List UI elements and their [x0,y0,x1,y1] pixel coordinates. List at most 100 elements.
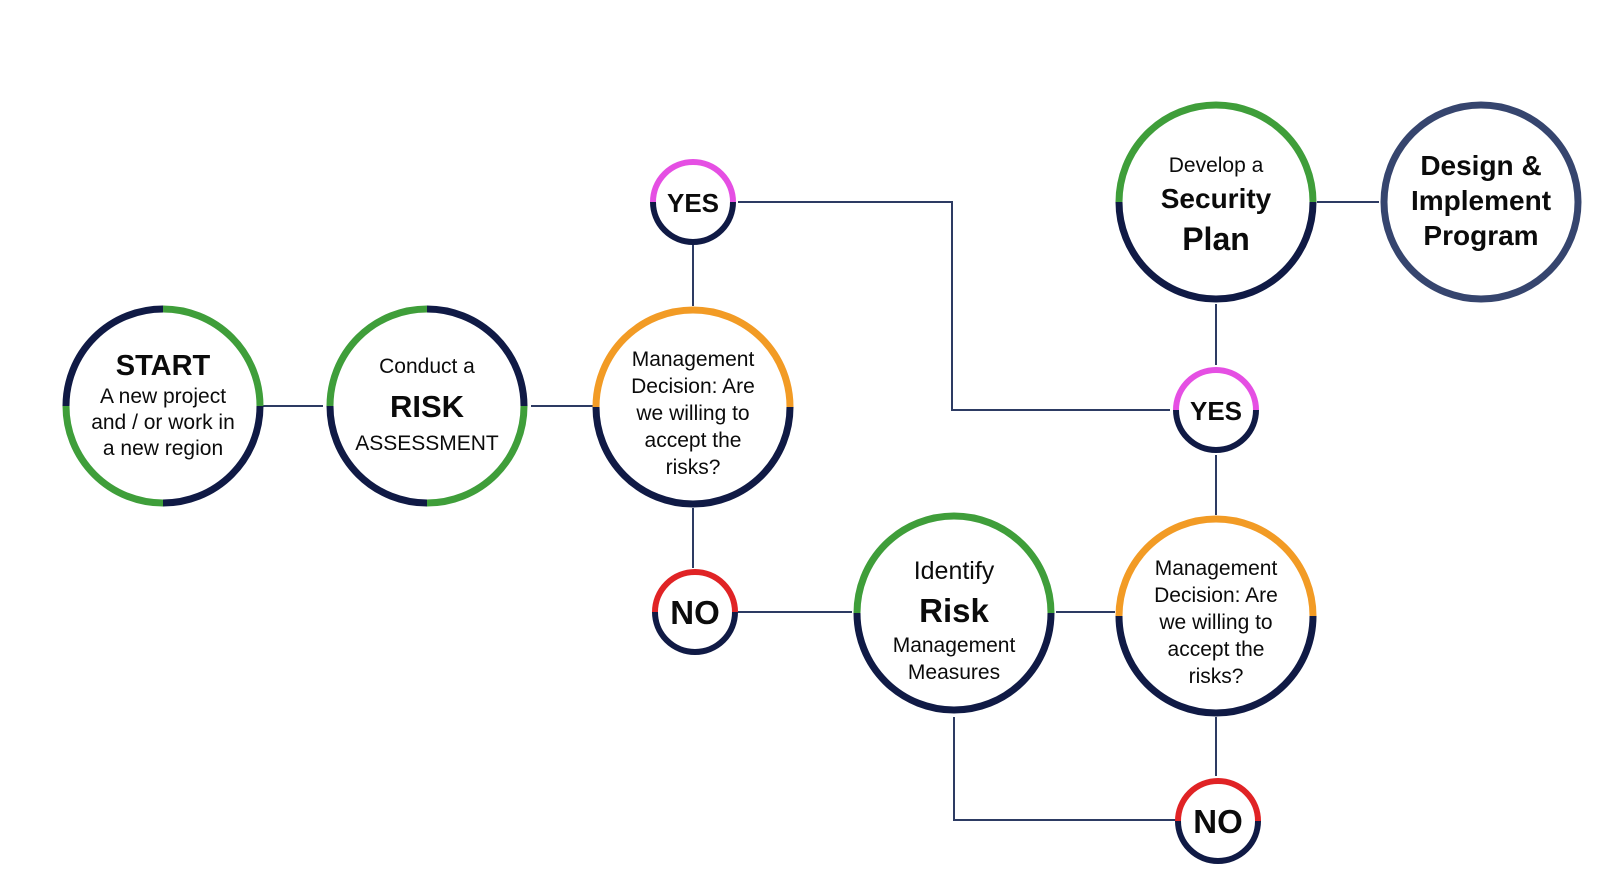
node-decision-2-ring [1115,515,1317,717]
node-decision-2-text-line-4: accept the [1168,638,1265,661]
node-decision-2-text-line-2: Decision: Are [1154,584,1278,607]
node-start: START A new project and / or work in a n… [62,305,264,507]
node-yes-1-ring-fill [653,162,733,242]
node-decision-1: Management Decision: Are we willing to a… [592,306,794,508]
node-identify-risk-ring-segment-top-left [853,512,955,614]
connector-yes-1-to-yes-2 [738,201,1170,411]
node-decision-2-ring-segment-top-right [1215,515,1317,617]
node-risk-assessment-ring-segment-top-right [426,305,528,407]
node-identify-risk-ring-fill [857,516,1051,710]
node-risk-assessment: Conduct a RISK ASSESSMENT [326,305,528,507]
node-design-program-text-line-2: Implement [1411,185,1551,216]
node-security-plan-ring-fill [1119,105,1313,299]
node-decision-1-text-line-3: we willing to [635,402,749,425]
node-no-2-ring-segment-top-left [1175,778,1219,822]
node-security-plan-ring-segment-top-right [1215,101,1317,203]
node-no-1-ring-segment-bottom-left [652,611,696,655]
node-no-2-ring [1175,778,1261,864]
node-yes-2-ring [1173,367,1259,453]
node-risk-assessment-title: RISK [390,389,465,424]
node-yes-1-ring [650,159,736,245]
node-design-program-ring [1380,101,1582,303]
node-no-1-ring-fill [655,572,735,652]
node-start-ring-segment-bottom-right [162,405,264,507]
node-security-plan-ring-segment-top-left [1115,101,1217,203]
node-decision-2-ring-segment-bottom-right [1215,615,1317,717]
node-decision-1-text-line-1: Management [632,348,755,371]
node-decision-1-text-line-2: Decision: Are [631,375,755,398]
node-start-ring-segment-top-right [162,305,264,407]
node-start-title: START [116,350,211,382]
node-no-2-label: NO [1193,803,1243,840]
node-design-program-text-line-1: Design & [1420,150,1541,181]
node-yes-1-ring-segment-bottom-left [650,201,694,245]
node-risk-assessment-ring-segment-bottom-right [426,405,528,507]
node-decision-2-ring-fill [1119,519,1313,713]
node-decision-2-ring-segment-top-left [1115,515,1217,617]
node-identify-risk-text-line-1: Identify [914,557,995,585]
node-start-text-line-1: A new project [100,385,226,408]
node-risk-assessment-text-line-1: Conduct a [379,355,475,378]
node-decision-2: Management Decision: Are we willing to a… [1115,515,1317,717]
node-no-1-ring-segment-top-right [694,569,738,613]
node-design-program-ring-fill [1384,105,1578,299]
node-decision-1-text-line-4: accept the [645,429,742,452]
node-decision-2-text-line-1: Management [1155,557,1278,580]
node-decision-1-ring-segment-bottom-left [592,406,694,508]
node-no-2-ring-fill [1178,781,1258,861]
node-identify-risk-ring [853,512,1055,714]
node-yes-1-ring-segment-top-left [650,159,694,203]
node-design-program-ring-segment-top-right [1480,101,1582,203]
node-yes-2-ring-segment-bottom-right [1215,409,1259,453]
node-no-1-ring-segment-top-left [652,569,696,613]
node-security-plan-title: Security [1161,183,1272,214]
node-risk-assessment-ring [326,305,528,507]
node-security-plan-ring-segment-bottom-right [1215,201,1317,303]
node-yes-1-ring-segment-top-right [692,159,736,203]
node-identify-risk-ring-segment-top-right [953,512,1055,614]
node-design-program-ring-segment-bottom-left [1380,201,1482,303]
node-start-text-line-3: a new region [103,437,223,460]
node-start-ring-segment-bottom-left [62,405,164,507]
node-decision-1-ring-segment-bottom-right [692,406,794,508]
connector-no-2-to-identify-risk [953,717,1176,821]
node-identify-risk-title: Risk [919,592,989,629]
node-risk-assessment-ring-fill [330,309,524,503]
node-no-2-ring-segment-top-right [1217,778,1261,822]
node-yes-2-ring-fill [1176,370,1256,450]
node-yes-1-label: YES [667,188,719,218]
node-start-ring [62,305,264,507]
node-security-plan-ring [1115,101,1317,303]
node-security-plan-text-line-1: Develop a [1169,154,1264,177]
node-yes-2-ring-segment-top-left [1173,367,1217,411]
node-decision-2-ring-segment-bottom-left [1115,615,1217,717]
node-decision-1-text-line-5: risks? [666,456,721,479]
node-identify-risk-ring-segment-bottom-left [853,612,955,714]
node-start-text-line-2: and / or work in [91,411,235,434]
node-identify-risk-ring-segment-bottom-right [953,612,1055,714]
node-decision-1-ring-segment-top-left [592,306,694,408]
node-yes-1: YES [650,159,736,245]
node-design-program-ring-segment-top-left [1380,101,1482,203]
node-yes-2-ring-segment-top-right [1215,367,1259,411]
node-decision-2-text-line-5: risks? [1189,665,1244,688]
node-design-program-ring-segment-bottom-right [1480,201,1582,303]
node-design-program-text-line-3: Program [1423,220,1538,251]
node-no-2: NO [1175,778,1261,864]
node-decision-1-ring [592,306,794,508]
node-identify-risk: Identify Risk Management Measures [853,512,1055,714]
node-decision-2-text-line-3: we willing to [1158,611,1272,634]
node-risk-assessment-text-line-2: ASSESSMENT [355,432,499,455]
node-no-2-ring-segment-bottom-right [1217,820,1261,864]
node-security-plan-title-line-2: Plan [1182,221,1250,257]
node-yes-2-ring-segment-bottom-left [1173,409,1217,453]
node-yes-1-ring-segment-bottom-right [692,201,736,245]
node-decision-1-ring-segment-top-right [692,306,794,408]
node-identify-risk-text-line-2: Management [893,634,1016,657]
node-no-2-ring-segment-bottom-left [1175,820,1219,864]
node-no-1-label: NO [670,594,720,631]
node-start-ring-fill [66,309,260,503]
connectors [262,201,1379,821]
node-start-ring-segment-top-left [62,305,164,407]
